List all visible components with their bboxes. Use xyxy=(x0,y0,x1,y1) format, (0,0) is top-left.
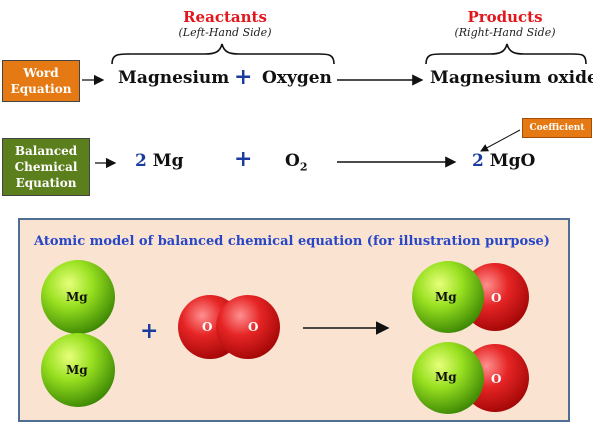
formula-o2-subscript: 2 xyxy=(299,160,308,174)
word-reactant-oxygen: Oxygen xyxy=(262,68,332,88)
word-reactant-magnesium: Magnesium xyxy=(118,68,230,88)
mg-atom-2 xyxy=(41,333,115,407)
mgo2-o-label: O xyxy=(491,372,502,386)
formula-o2-base: O xyxy=(285,151,300,171)
word-equation-label-line1: Word xyxy=(23,66,59,80)
balanced-mg-term: 2 Mg xyxy=(135,151,183,171)
word-equation-label-line2: Equation xyxy=(10,82,72,96)
mgo2-mg-atom xyxy=(412,342,484,414)
connectors-svg xyxy=(82,43,587,169)
formula-mg: Mg xyxy=(152,151,184,171)
word-product-magnesium-oxide: Magnesium oxide xyxy=(430,68,593,88)
mgo1-mg-atom xyxy=(412,261,484,333)
atomic-plus-sign: + xyxy=(140,318,159,344)
formula-o2: O2 xyxy=(285,151,307,173)
balanced-label-line2: Chemical xyxy=(14,160,78,174)
balanced-label-line3: Equation xyxy=(15,176,77,190)
mgo1-o-label: O xyxy=(491,291,502,305)
mg-atom-2-label: Mg xyxy=(66,363,88,377)
reactants-title: Reactants xyxy=(183,8,267,26)
o-atom-right-label: O xyxy=(248,320,259,334)
balanced-label-line1: Balanced xyxy=(14,144,78,158)
products-title: Products xyxy=(467,8,543,26)
coefficient-mg: 2 xyxy=(135,151,147,171)
mg-atom-1 xyxy=(41,260,115,334)
coefficient-pointer xyxy=(480,129,521,152)
coefficient-label: Coefficient xyxy=(522,118,592,138)
products-subtitle: (Right-Hand Side) xyxy=(454,26,556,39)
o-atom-left-label: O xyxy=(202,320,213,334)
word-equation-label: Word Equation xyxy=(2,60,80,102)
products-brace xyxy=(425,43,587,65)
formula-mgo: MgO xyxy=(489,151,536,171)
mgo1-mg-label: Mg xyxy=(435,290,457,304)
coefficient-mgo: 2 xyxy=(472,151,484,171)
o-atom-right xyxy=(216,295,280,359)
atomic-model-title: Atomic model of balanced chemical equati… xyxy=(34,234,550,249)
reactants-subtitle: (Left-Hand Side) xyxy=(178,26,272,39)
balanced-mgo-term: 2 MgO xyxy=(472,151,535,171)
balanced-plus-sign: + xyxy=(234,146,253,172)
word-plus-sign: + xyxy=(234,64,253,90)
mg-atom-1-label: Mg xyxy=(66,290,88,304)
atomic-model-svg xyxy=(41,260,529,414)
products-header: Products (Right-Hand Side) xyxy=(440,8,570,39)
reactants-brace xyxy=(111,43,335,65)
mgo2-mg-label: Mg xyxy=(435,370,457,384)
reactants-header: Reactants (Left-Hand Side) xyxy=(165,8,285,39)
balanced-equation-label: Balanced Chemical Equation xyxy=(2,138,90,196)
